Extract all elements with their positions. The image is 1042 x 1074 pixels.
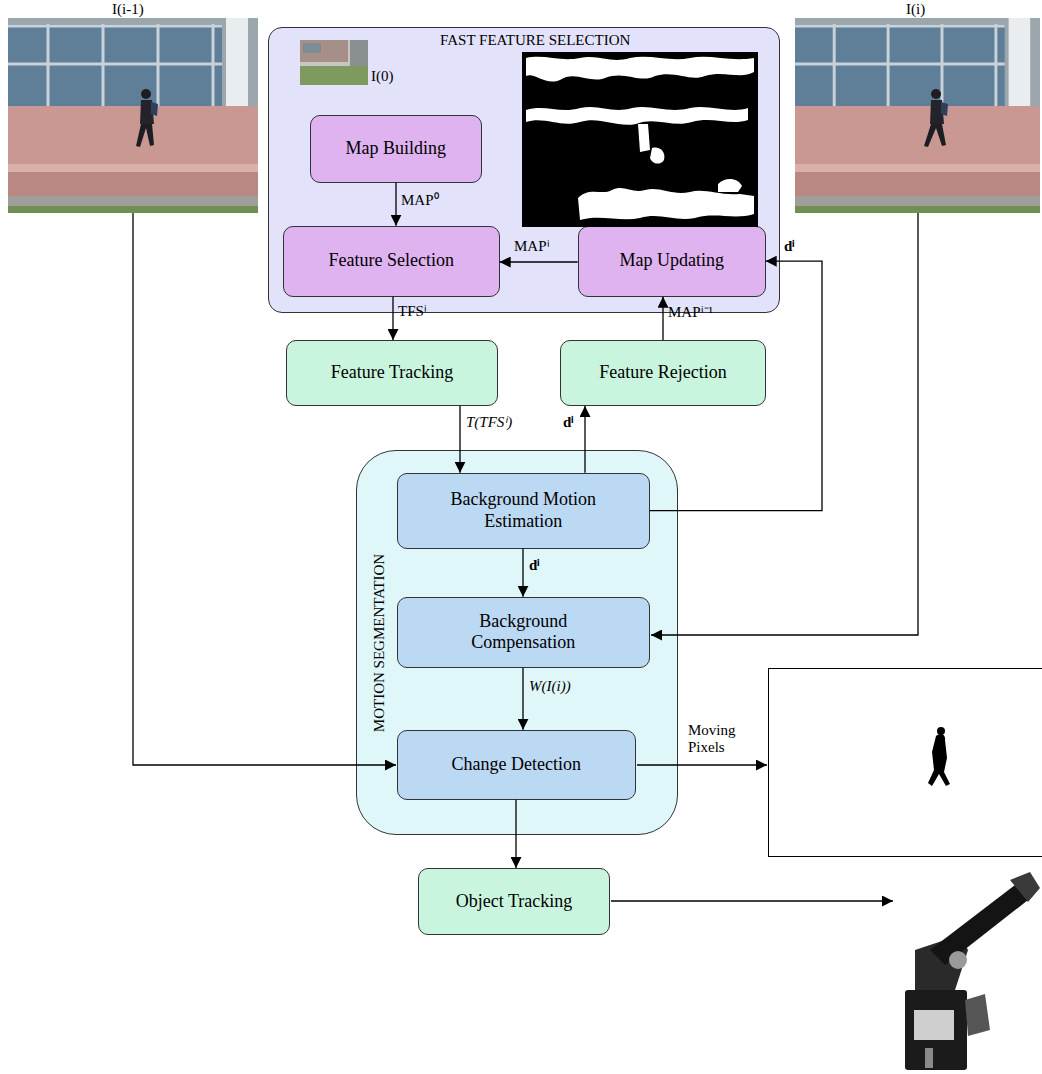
process-box: Background Compensation xyxy=(397,597,650,668)
process-box: Feature Selection xyxy=(283,226,500,297)
connector-arrow xyxy=(500,261,578,262)
process-box: Background Motion Estimation xyxy=(397,473,650,549)
process-box: Object Tracking xyxy=(418,868,610,935)
feature-map-image xyxy=(522,52,758,227)
frame-label: I(i-1) xyxy=(112,1,144,18)
current-frame-photo xyxy=(795,18,1040,213)
connector-arrow xyxy=(459,406,460,473)
process-box: Change Detection xyxy=(397,730,636,800)
moving-pixels-image xyxy=(769,669,1042,857)
group-title: FAST FEATURE SELECTION xyxy=(440,31,630,49)
connector-arrow xyxy=(522,668,523,730)
signal-label: T(TFSⁱ) xyxy=(466,414,512,431)
process-box: Feature Tracking xyxy=(286,340,498,406)
layout-wire xyxy=(133,213,918,901)
signal-label: MAP⁰ xyxy=(401,192,439,209)
frame-label: I(i) xyxy=(906,1,925,18)
process-box: Feature Rejection xyxy=(560,340,766,406)
output-label: Moving Pixels xyxy=(688,722,750,757)
connector-arrow xyxy=(650,261,822,511)
signal-label: MAPⁱ⁻¹ xyxy=(668,304,713,321)
pan-tilt-camera xyxy=(905,872,1040,1070)
group-title: MOTION SEGMENTATION xyxy=(370,553,388,731)
signal-label: dⁱ xyxy=(529,557,540,574)
connector-arrow xyxy=(522,549,523,597)
signal-label: dⁱ xyxy=(784,238,795,255)
signal-label: TFSⁱ xyxy=(398,303,427,320)
connector-arrow xyxy=(395,183,396,226)
process-box: Map Updating xyxy=(578,226,766,297)
box-label: Map Building xyxy=(345,138,446,160)
box-label: Change Detection xyxy=(451,754,580,776)
previous-frame-photo xyxy=(8,18,258,213)
box-label: Object Tracking xyxy=(456,891,573,913)
signal-label: MAPⁱ xyxy=(514,238,550,255)
box-label: Feature Tracking xyxy=(331,362,453,384)
box-label: Map Updating xyxy=(619,250,723,272)
initial-frame-thumbnail xyxy=(300,40,368,85)
group-box: Map BuildingFeature Selection Map Updatin… xyxy=(268,27,780,313)
process-box: Map Building xyxy=(310,115,482,183)
signal-label: dⁱ xyxy=(563,414,574,431)
box-label: Background Motion Estimation xyxy=(436,489,611,532)
connector-arrow xyxy=(584,406,585,473)
box-label: Feature Rejection xyxy=(599,362,726,384)
connector-arrow xyxy=(515,800,516,868)
box-label: Background Compensation xyxy=(448,611,598,654)
signal-label: W(I(i)) xyxy=(529,678,571,695)
connector-arrow xyxy=(392,297,393,340)
box-label: Feature Selection xyxy=(328,250,453,272)
connector-arrow xyxy=(662,297,663,340)
frame-label: I(0) xyxy=(371,68,394,85)
group-box: Background Motion EstimationBackground C… xyxy=(356,450,678,835)
